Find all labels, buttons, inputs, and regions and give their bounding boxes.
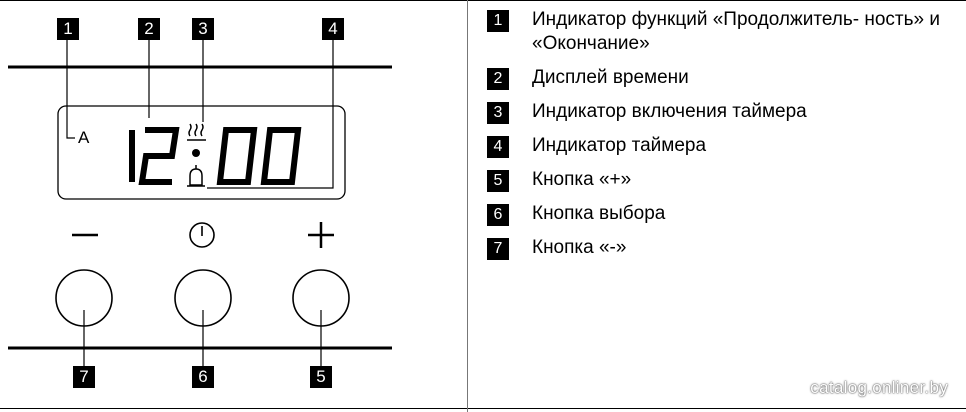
legend-item: 7 Кнопка «-» (487, 236, 957, 260)
legend-number: 2 (487, 68, 509, 90)
legend-item: 3 Индикатор включения таймера (487, 100, 957, 124)
top-border (0, 0, 966, 1)
legend-text: Индикатор таймера (532, 135, 707, 156)
legend: 1 Индикатор функций «Продолжитель- ность… (487, 8, 957, 270)
legend-item: 1 Индикатор функций «Продолжитель- ность… (487, 8, 957, 56)
callout-badge-1: 1 (57, 18, 79, 40)
time-colon (192, 149, 200, 157)
legend-number: 3 (487, 102, 509, 124)
control-panel-diagram: A (8, 40, 392, 366)
legend-item: 5 Кнопка «+» (487, 168, 957, 192)
panel-divider (467, 0, 468, 412)
bell-icon (187, 165, 205, 187)
a-indicator: A (78, 128, 90, 147)
callout-badge-5: 5 (310, 366, 332, 388)
callout-badge-2: 2 (138, 18, 160, 40)
callout-badge-3: 3 (192, 18, 214, 40)
callout-badge-7: 7 (73, 366, 95, 388)
leader-line-4 (207, 40, 334, 189)
legend-text: Индикатор включения таймера (532, 101, 807, 122)
plus-symbol-icon (308, 222, 334, 248)
legend-text: Дисплей времени (532, 67, 689, 88)
legend-text: Индикатор функций «Продолжитель- ность» … (532, 9, 940, 54)
display-window (57, 105, 346, 200)
leader-line-1 (66, 40, 75, 139)
callout-badge-4: 4 (322, 18, 344, 40)
legend-text: Кнопка «+» (532, 169, 632, 190)
legend-item: 4 Индикатор таймера (487, 134, 957, 158)
legend-item: 2 Дисплей времени (487, 66, 957, 90)
legend-number: 7 (487, 238, 509, 260)
timer-on-indicator-icon (187, 123, 206, 141)
legend-number: 4 (487, 136, 509, 158)
legend-number: 1 (487, 10, 509, 32)
bottom-border (0, 408, 966, 409)
legend-text: Кнопка «-» (532, 237, 627, 258)
watermark: catalog.onliner.by (810, 378, 948, 397)
legend-number: 5 (487, 170, 509, 192)
legend-number: 6 (487, 204, 509, 226)
clock-icon (189, 222, 215, 248)
callout-badge-6: 6 (192, 366, 214, 388)
legend-text: Кнопка выбора (532, 203, 666, 224)
legend-item: 6 Кнопка выбора (487, 202, 957, 226)
time-display (129, 127, 302, 185)
